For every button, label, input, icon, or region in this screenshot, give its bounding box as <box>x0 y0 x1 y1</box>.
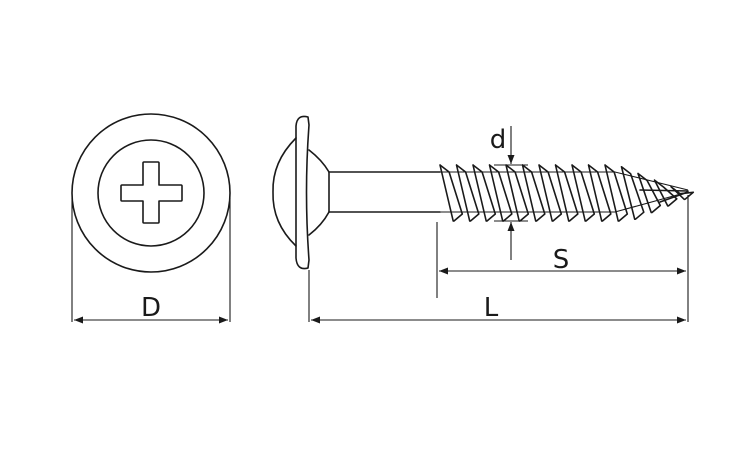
thread-turn <box>653 179 678 207</box>
minor-diameter-label: d <box>490 125 507 155</box>
thread-turn <box>439 164 464 222</box>
thread-turn <box>521 164 546 222</box>
thread-turn <box>538 164 563 222</box>
thread-turn <box>587 164 612 222</box>
phillips-cross-icon <box>120 161 183 224</box>
thread-turn <box>604 164 629 222</box>
thread-turn <box>571 164 596 222</box>
thread-turn <box>472 164 497 222</box>
head-taper <box>308 149 330 236</box>
thread-turn <box>637 172 662 214</box>
washer-outer-circle <box>71 113 231 273</box>
screw-side-view: d S L <box>272 115 695 324</box>
screw-point <box>639 189 689 203</box>
overall-length-label: L <box>484 293 499 323</box>
thread-turn <box>488 164 513 222</box>
diameter-label: D <box>141 293 161 323</box>
head-front-view: D <box>71 113 231 324</box>
thread-turn <box>455 164 480 222</box>
head-dome <box>272 137 297 247</box>
thread-turn <box>554 164 579 222</box>
thread-group <box>439 164 695 222</box>
thread-length-label: S <box>553 245 570 275</box>
thread-turn <box>505 164 530 222</box>
thread-turn <box>620 166 645 220</box>
head-inner-circle <box>97 139 205 247</box>
washer-flange <box>295 115 310 270</box>
